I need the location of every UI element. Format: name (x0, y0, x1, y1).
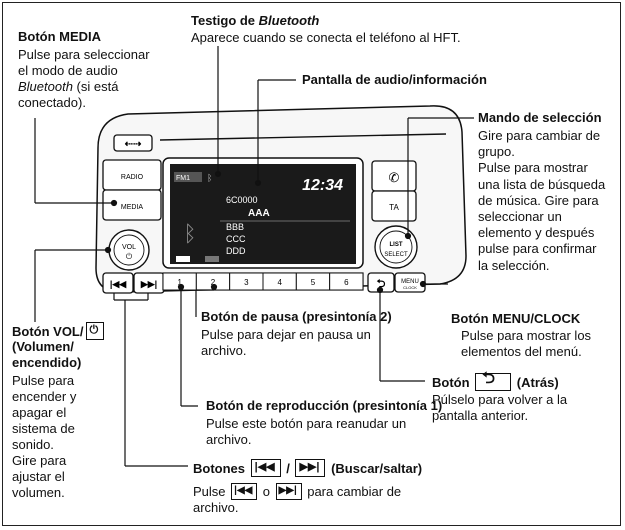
media-button-desc-1: Pulse para seleccionar (18, 47, 150, 62)
vol-title-1: Botón VOL/⏻ (12, 322, 106, 340)
bluetooth-indicator-title: Testigo de Bluetooth (191, 13, 320, 28)
vol-desc-line: Pulse para (12, 373, 75, 388)
screen-item: BBB (226, 222, 244, 232)
selector-knob-desc-line: grupo. (478, 144, 515, 160)
seek-forward-icon: ▶▶| (295, 459, 326, 477)
preset-label: 4 (277, 278, 282, 287)
media-button-desc-4: conectado). (18, 95, 86, 110)
menu-clock-desc-1: Pulse para mostrar los (461, 328, 592, 343)
phone-icon: ✆ (389, 170, 400, 185)
screen-bluetooth-indicator: ᛒ (207, 173, 212, 183)
seek-back-icon: |◀◀ (250, 459, 281, 477)
ta-button (371, 190, 417, 222)
screen-pause-indicator (205, 256, 219, 262)
media-button (102, 189, 162, 221)
vol-desc-line: apagar el (12, 405, 67, 420)
selector-knob-desc-line: Pulse para mostrar (478, 160, 588, 176)
screen-fm-label: FM1 (176, 175, 190, 182)
play-desc-2: archivo. (206, 432, 252, 447)
media-button-title: Botón MEDIA (18, 29, 102, 44)
radio-label: RADIO (121, 174, 144, 181)
screen-bluetooth-logo: ᛒ (183, 221, 196, 246)
selector-knob-desc-line: Gire para cambiar de (478, 128, 601, 143)
back-button-title: Botón ⮌ (Atrás) (432, 370, 559, 391)
vol-desc-line: encender y (12, 389, 77, 404)
hazard-icon: ⇠⇢ (125, 139, 142, 150)
disc-slot (159, 133, 447, 141)
vol-label: VOL (122, 244, 136, 251)
play-title: Botón de reproducción (presintonía 1) (206, 398, 443, 413)
back-icon: ⮌ (377, 278, 386, 290)
power-icon: ⏻ (85, 322, 104, 340)
seek-desc-1: Pulse |◀◀ o ▶▶| para cambiar de (193, 483, 402, 500)
preset-label: 2 (211, 278, 216, 287)
pause-title: Botón de pausa (presintonía 2) (201, 309, 392, 324)
preset-label: 6 (344, 278, 349, 287)
vol-desc-line: Gire para (12, 453, 67, 468)
pause-desc-2: archivo. (201, 343, 247, 358)
selector-knob-desc-line: seleccionar un (478, 209, 562, 224)
seek-desc-2: archivo. (193, 500, 239, 515)
vol-desc-line: ajustar el (12, 469, 65, 484)
vol-desc-line: volumen. (12, 485, 65, 500)
screen-track-title: AAA (248, 208, 270, 219)
seek-forward-icon: ▶▶| (275, 483, 302, 500)
screen-track-number: 6C0000 (226, 195, 258, 205)
clock-label: CLOCK (403, 285, 417, 290)
menu-clock-desc-2: elementos del menú. (461, 344, 582, 359)
back-icon: ⮌ (475, 371, 512, 391)
vol-desc-line: sonido. (12, 437, 54, 452)
media-button-desc-3: Bluetooth (si está (18, 79, 119, 94)
seek-back-icon: |◀◀ (231, 483, 258, 500)
seek-back-button (102, 272, 134, 294)
select-label: SELECT (384, 252, 408, 258)
back-button-desc-1: Púlselo para volver a la (432, 392, 568, 407)
media-label: MEDIA (121, 204, 144, 211)
screen-clock: 12:34 (302, 177, 343, 194)
ta-label: TA (389, 203, 399, 212)
media-button-desc-2: el modo de audio (18, 63, 118, 78)
screen-play-indicator (176, 256, 190, 262)
hazard-button (113, 134, 153, 152)
seek-forward-icon: ▶▶| (140, 279, 157, 289)
preset-label: 3 (244, 278, 249, 287)
pause-desc-1: Pulse para dejar en pausa un (201, 327, 371, 342)
audio-screen-title: Pantalla de audio/información (302, 72, 487, 87)
menu-clock-title: Botón MENU/CLOCK (451, 311, 581, 326)
screen-item: CCC (226, 234, 246, 244)
play-desc-1: Pulse este botón para reanudar un (206, 416, 407, 431)
selector-knob-desc-line: de música. Gire para (478, 192, 599, 208)
bluetooth-indicator-desc: Aparece cuando se conecta el teléfono al… (191, 30, 461, 45)
vol-title-3: encendido) (12, 355, 82, 370)
seek-title: Botones |◀◀ / ▶▶| (Buscar/saltar) (193, 459, 423, 477)
menu-label: MENU (401, 279, 419, 285)
screen-item: DDD (226, 246, 246, 256)
vol-desc-line: sistema de (12, 421, 75, 436)
power-icon: ⏻ (126, 252, 133, 261)
selector-knob-desc-line: elemento y después (478, 225, 595, 241)
preset-label: 1 (177, 278, 182, 287)
selector-knob-desc-line: una lista de búsqueda (478, 176, 606, 192)
list-label: LIST (390, 242, 403, 248)
back-button-desc-2: pantalla anterior. (432, 408, 529, 423)
vol-title-2: (Volumen/ (12, 339, 74, 354)
seek-back-icon: |◀◀ (110, 279, 127, 289)
selector-knob-title: Mando de selección (478, 110, 602, 125)
preset-button-6[interactable] (329, 272, 364, 291)
selector-knob-desc-line: la selección. (478, 257, 550, 273)
selector-knob-desc-line: pulse para confirmar (478, 241, 597, 257)
preset-label: 5 (311, 278, 316, 287)
